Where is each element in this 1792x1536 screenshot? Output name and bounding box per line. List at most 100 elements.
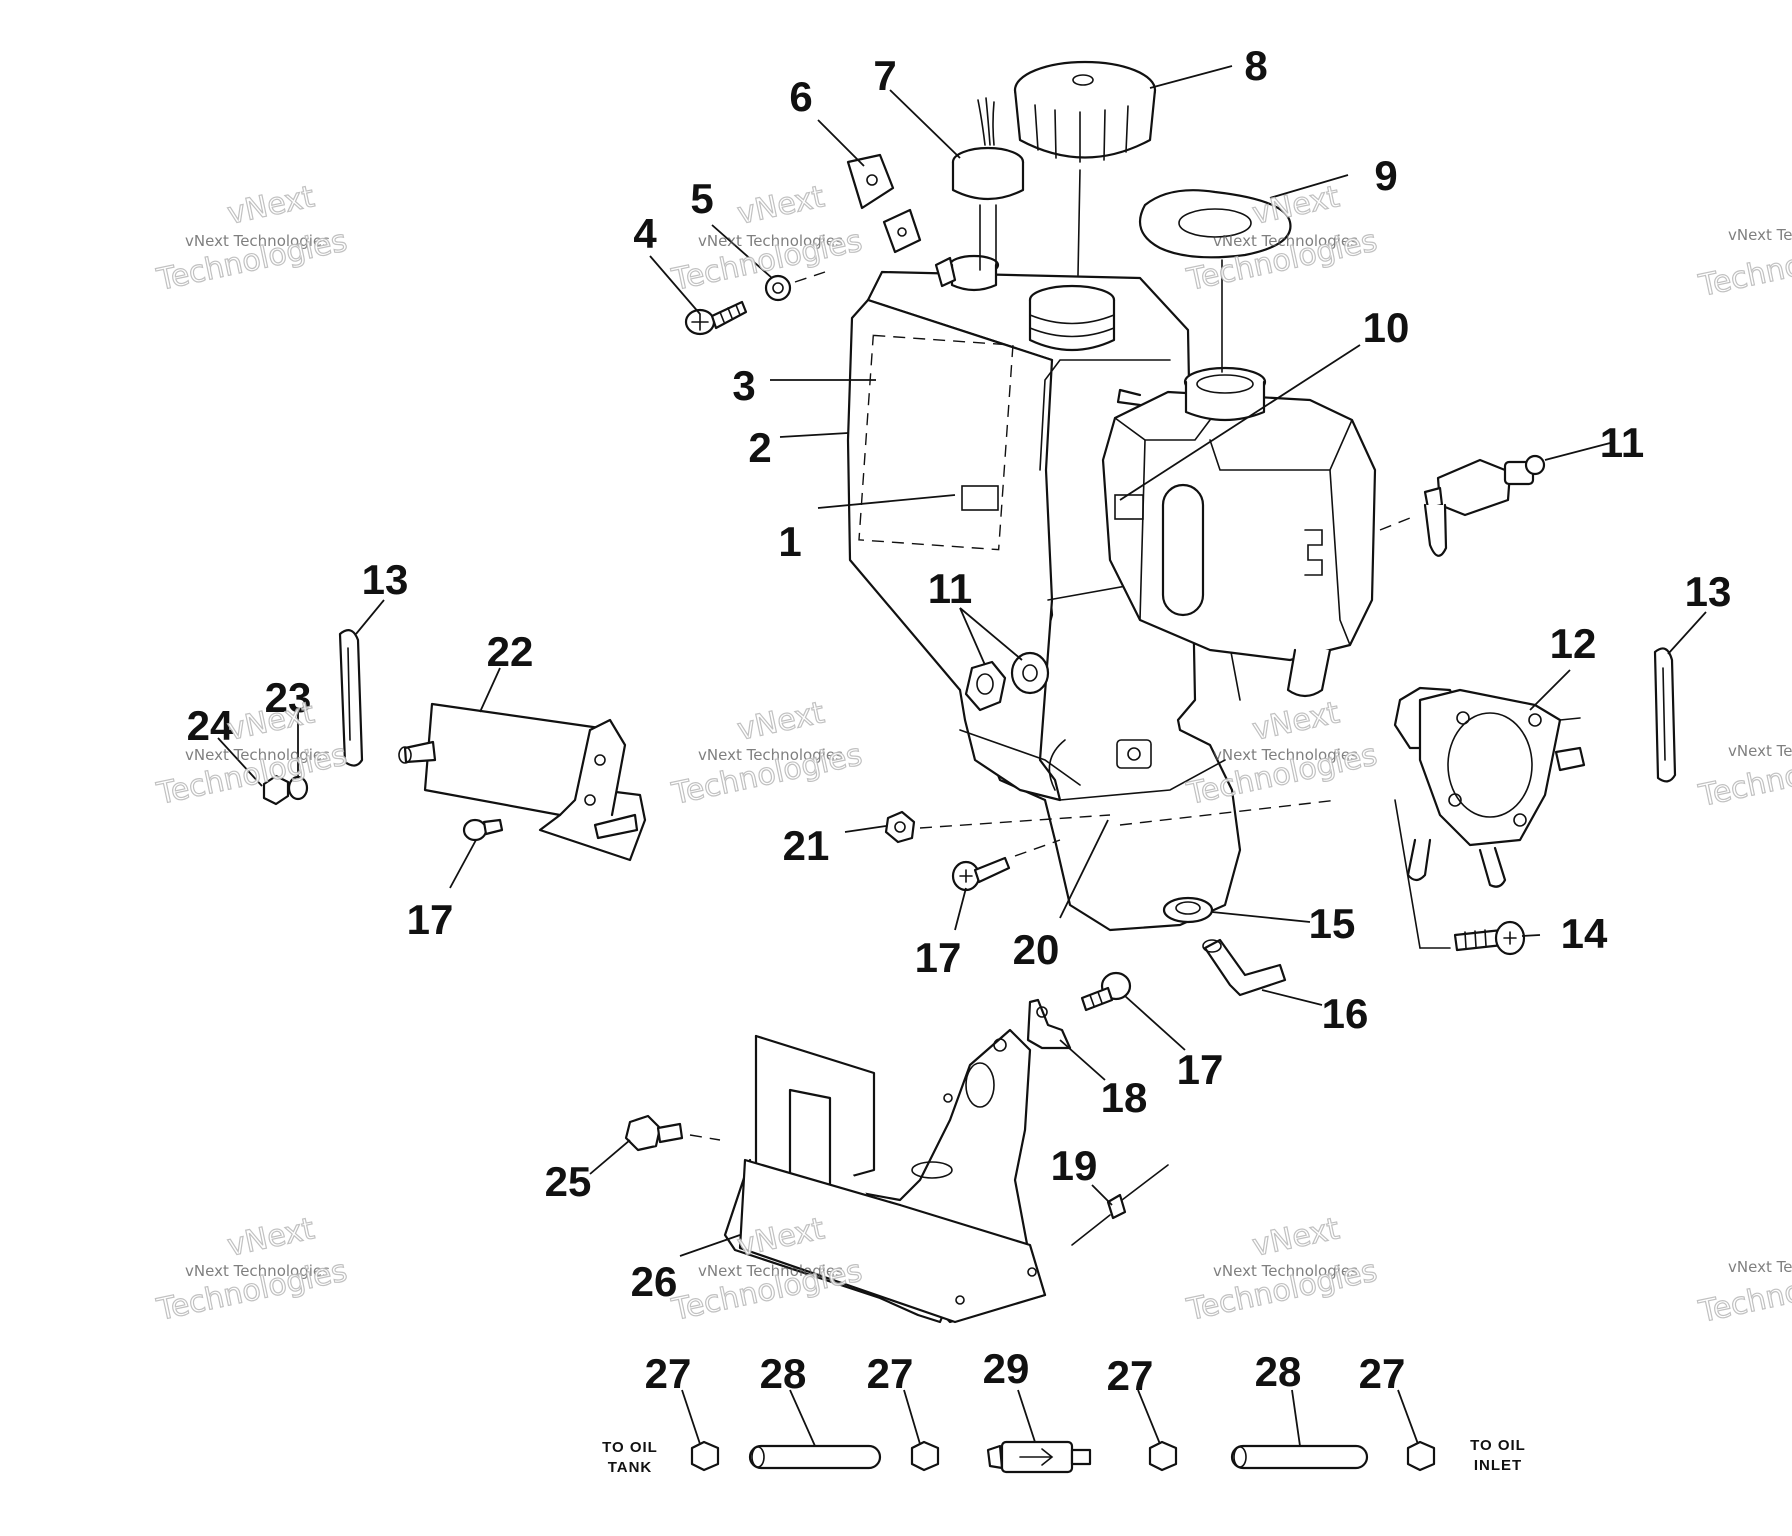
filter-29 [986, 1440, 1092, 1474]
svg-text:vNext Technologies: vNext Technologies [698, 746, 843, 764]
hose-28-2 [1230, 1444, 1369, 1470]
svg-text:vNext: vNext [1249, 179, 1342, 232]
callout-17-left: 17 [407, 896, 454, 943]
callout-1: 1 [778, 518, 801, 565]
callout-23: 23 [265, 674, 312, 721]
callout-26: 26 [631, 1258, 678, 1305]
note-to-oil-inlet-line1: TO OIL [1470, 1437, 1526, 1454]
sight-strap-13-left [338, 629, 364, 767]
callout-14: 14 [1561, 910, 1608, 957]
oil-pump-12 [1393, 686, 1586, 888]
svg-text:vNext Technologies: vNext Technologies [1213, 746, 1358, 764]
reservoir-outlet-fitting [1286, 648, 1332, 698]
callout-17-right: 17 [1177, 1046, 1224, 1093]
watermark-bottom-right: vNext vNext Technologies Technologies [1183, 1211, 1381, 1329]
callout-19: 19 [1051, 1142, 1098, 1189]
mount-tab [1116, 739, 1152, 769]
label-decal-1 [961, 485, 999, 511]
screw-17-right [1080, 971, 1132, 1012]
watermark-far-right-mid: vNext Technologies Technologies [1695, 739, 1792, 815]
oil-reservoir [1101, 366, 1377, 698]
watermark-mid-left: vNext vNext Technologies Technologies [153, 695, 351, 813]
note-to-oil-tank-line1: TO OIL [602, 1439, 658, 1456]
callout-labels: 1 2 3 4 5 6 7 8 9 10 11 11 12 13 13 14 1… [187, 42, 1732, 1399]
screw-4 [684, 300, 748, 336]
nut-24 [262, 774, 290, 806]
callout-15: 15 [1309, 900, 1356, 947]
sight-window [1161, 483, 1205, 617]
watermark-far-right-top: vNext Technologies Technologies [1695, 226, 1792, 305]
callout-29: 29 [983, 1345, 1030, 1392]
hose-clamp-27-1 [690, 1440, 720, 1472]
svg-text:vNext Technologies: vNext Technologies [1213, 1262, 1358, 1280]
level-sender-7 [951, 97, 1025, 271]
svg-text:vNext Technologies: vNext Technologies [698, 232, 843, 250]
callout-24: 24 [187, 702, 234, 749]
note-to-oil-tank-line2: TANK [608, 1459, 653, 1476]
callout-11-right: 11 [1600, 419, 1644, 466]
callout-7: 7 [873, 52, 896, 99]
mounting-plate-26 [723, 1028, 1047, 1324]
bracket-22 [398, 702, 647, 862]
svg-text:vNext Technologies: vNext Technologies [185, 232, 330, 250]
callout-8: 8 [1244, 42, 1267, 89]
screw-17-center [951, 856, 1011, 892]
sight-strap-13-right [1653, 647, 1677, 783]
svg-text:vNext: vNext [224, 179, 317, 232]
nut-21 [884, 810, 916, 844]
screw-14 [1453, 920, 1526, 956]
tank-filler-neck [948, 254, 1116, 352]
callout-20: 20 [1013, 926, 1060, 973]
callout-17-center: 17 [915, 934, 962, 981]
callout-11-left: 11 [928, 565, 972, 612]
watermark-mid-right: vNext vNext Technologies Technologies [1183, 695, 1381, 813]
note-to-oil-inlet-line2: INLET [1474, 1457, 1522, 1474]
nut-washer-11 [964, 651, 1050, 712]
shutoff-valve-11 [1423, 454, 1546, 557]
callout-13-right: 13 [1685, 568, 1732, 615]
svg-text:vNext Technologies: vNext Technologies [185, 1262, 330, 1280]
hose-clamp-27-2 [910, 1440, 940, 1472]
clip-6 [846, 153, 957, 288]
callout-2: 2 [748, 424, 771, 471]
svg-text:vNext Technologies: vNext Technologies [1728, 742, 1792, 760]
filler-cap-8 [1013, 60, 1157, 163]
svg-text:vNext Technologies: vNext Technologies [698, 1262, 843, 1280]
callout-27-2: 27 [867, 1350, 914, 1397]
svg-text:vNext: vNext [734, 695, 827, 748]
callout-28-1: 28 [760, 1350, 807, 1397]
watermark-mid-center: vNext vNext Technologies Technologies [668, 695, 866, 813]
reservoir-vent-fitting [1116, 388, 1142, 407]
callout-27-4: 27 [1359, 1350, 1406, 1397]
tie-19 [1071, 1164, 1169, 1246]
callout-13-left: 13 [362, 556, 409, 603]
hose-clamp-27-3 [1148, 1440, 1178, 1472]
callout-3: 3 [732, 362, 755, 409]
elbow-fitting-16 [1202, 938, 1287, 997]
gasket-9 [1138, 189, 1292, 259]
svg-text:vNext: vNext [224, 1211, 317, 1264]
svg-text:vNext Technologies: vNext Technologies [1728, 226, 1792, 244]
callout-22: 22 [487, 628, 534, 675]
screw-17-left [462, 818, 504, 842]
callout-9: 9 [1374, 152, 1397, 199]
callout-6: 6 [789, 73, 812, 120]
callout-12: 12 [1550, 620, 1597, 667]
hose-routing-notes: TO OIL TANK TO OIL INLET [602, 1437, 1526, 1476]
svg-text:vNext Technologies: vNext Technologies [1728, 1258, 1792, 1276]
hose-28-1 [748, 1444, 882, 1470]
lock-washer-5 [764, 274, 792, 302]
callout-27-3: 27 [1107, 1352, 1154, 1399]
svg-text:vNext: vNext [734, 179, 827, 232]
svg-text:vNext: vNext [1249, 695, 1342, 748]
hose-clamp-27-4 [1406, 1440, 1436, 1472]
callout-4: 4 [633, 210, 657, 257]
callout-27-1: 27 [645, 1350, 692, 1397]
leader-lines [217, 65, 1707, 1447]
callout-21: 21 [783, 822, 830, 869]
watermark-bottom-left: vNext vNext Technologies Technologies [153, 1211, 351, 1329]
grommet-15 [1162, 896, 1214, 924]
bolt-25 [624, 1114, 684, 1152]
callout-10: 10 [1363, 304, 1410, 351]
